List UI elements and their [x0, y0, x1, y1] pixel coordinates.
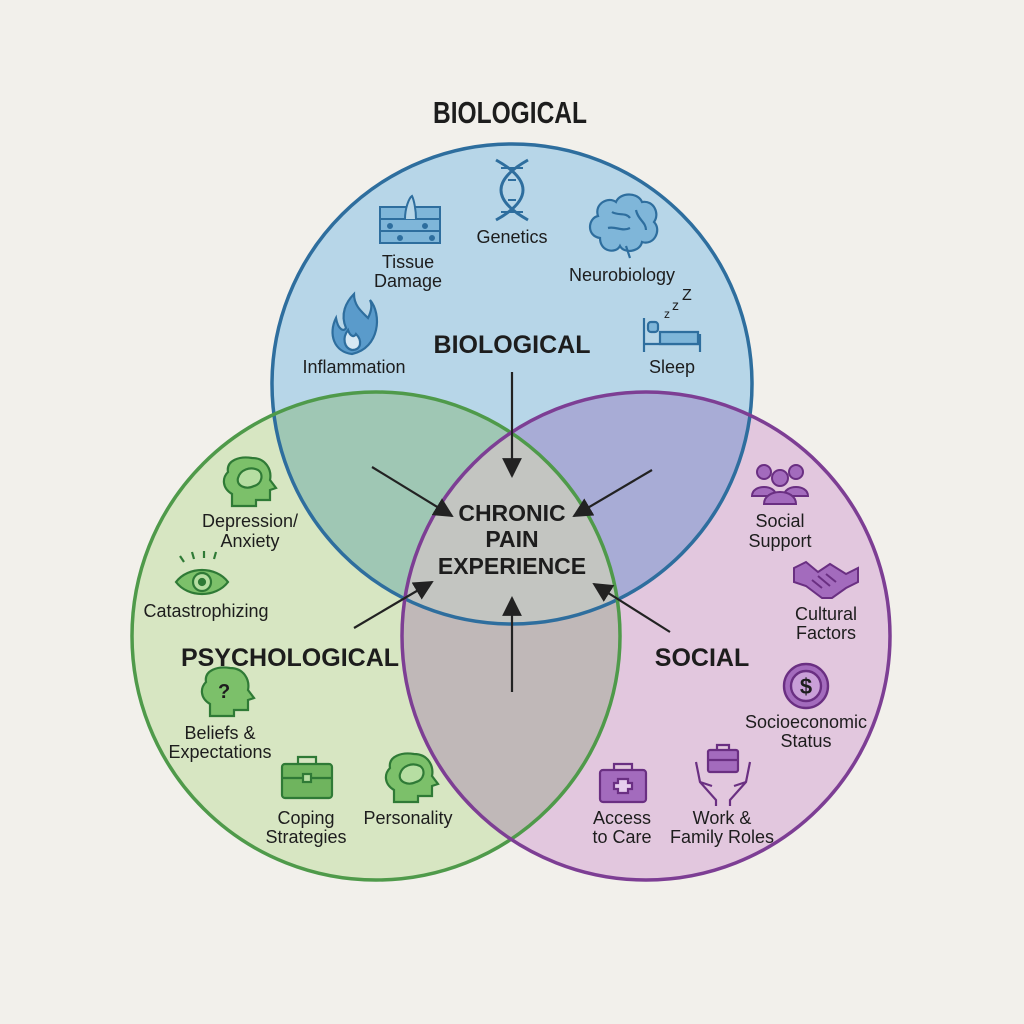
head-brain-icon	[222, 456, 278, 508]
bed-sleep-icon: z z Z	[642, 287, 702, 352]
socioeconomic-label-1: Socioeconomic	[745, 712, 867, 732]
dollar-coin-icon: $	[782, 662, 830, 710]
item-genetics: Genetics	[476, 158, 548, 247]
sleep-label: Sleep	[649, 357, 695, 377]
center-line-1: CHRONIC	[458, 500, 565, 526]
flame-icon	[331, 291, 379, 356]
social-support-label-1: Social	[755, 511, 804, 531]
center-label: CHRONIC PAIN EXPERIENCE	[438, 500, 586, 579]
eye-icon	[174, 551, 230, 595]
item-social-support: Social Support	[748, 464, 812, 551]
access-label-2: to Care	[592, 827, 651, 847]
item-coping-strategies: Coping Strategies	[265, 755, 347, 847]
svg-text:z: z	[672, 297, 679, 313]
top-title: BIOLOGICAL	[433, 95, 587, 130]
item-neurobiology: Neurobiology	[569, 193, 675, 285]
item-personality: Personality	[363, 752, 453, 828]
item-cultural-factors: Cultural Factors	[793, 560, 859, 643]
center-line-2: PAIN	[485, 526, 538, 552]
psychological-heading: PSYCHOLOGICAL	[181, 644, 399, 672]
skin-layer-icon	[379, 194, 441, 244]
psychological-circle-outline	[130, 390, 622, 882]
group-icon	[750, 464, 810, 505]
tissue-damage-label-2: Damage	[374, 271, 442, 291]
arrow-upper-right	[572, 469, 653, 518]
svg-text:$: $	[800, 674, 812, 699]
depression-label-2: Anxiety	[220, 531, 279, 551]
svg-text:?: ?	[218, 681, 230, 703]
head-brain-icon	[384, 752, 440, 804]
tissue-damage-label-1: Tissue	[382, 252, 434, 272]
item-inflammation: Inflammation	[302, 291, 406, 377]
arrow-upper-left	[371, 466, 454, 518]
item-beliefs-expectations: ? Beliefs & Expectations	[168, 666, 272, 762]
briefcase-icon	[280, 755, 334, 800]
social-heading: SOCIAL	[655, 644, 749, 672]
arrow-lower-right	[592, 582, 671, 633]
svg-text:Z: Z	[682, 287, 692, 304]
coping-label-2: Strategies	[265, 827, 346, 847]
personality-label: Personality	[363, 808, 452, 828]
handshake-icon	[793, 560, 859, 599]
inflammation-label: Inflammation	[302, 357, 405, 377]
cultural-label-1: Cultural	[795, 604, 857, 624]
head-question-icon: ?	[200, 666, 256, 718]
medical-kit-icon	[598, 762, 648, 804]
work-label-1: Work &	[693, 808, 752, 828]
arrow-lower-left	[353, 580, 434, 629]
coping-label-1: Coping	[277, 808, 334, 828]
social-support-label-2: Support	[748, 531, 811, 551]
neurobiology-label: Neurobiology	[569, 265, 675, 285]
beliefs-label-1: Beliefs &	[184, 723, 255, 743]
work-label-2: Family Roles	[670, 827, 774, 847]
social-circle-outline	[400, 390, 892, 882]
item-tissue-damage: Tissue Damage	[374, 194, 442, 291]
socioeconomic-label-2: Status	[780, 731, 831, 751]
catastrophizing-label: Catastrophizing	[143, 601, 268, 621]
brain-icon	[588, 193, 659, 259]
beliefs-label-2: Expectations	[168, 742, 271, 762]
item-sleep: z z Z Sleep	[642, 287, 702, 377]
item-depression-anxiety: Depression/ Anxiety	[202, 456, 298, 551]
item-catastrophizing: Catastrophizing	[143, 551, 269, 621]
item-work-family-roles: Work & Family Roles	[670, 743, 774, 847]
dna-icon	[495, 158, 529, 222]
item-access-to-care: Access to Care	[592, 762, 652, 847]
genetics-label: Genetics	[476, 227, 547, 247]
center-line-3: EXPERIENCE	[438, 553, 586, 579]
depression-label-1: Depression/	[202, 511, 298, 531]
hands-briefcase-icon	[694, 743, 752, 806]
svg-text:z: z	[664, 307, 670, 321]
access-label-1: Access	[593, 808, 651, 828]
cultural-label-2: Factors	[796, 623, 856, 643]
item-socioeconomic-status: $ Socioeconomic Status	[745, 662, 867, 751]
biological-heading: BIOLOGICAL	[434, 331, 591, 359]
